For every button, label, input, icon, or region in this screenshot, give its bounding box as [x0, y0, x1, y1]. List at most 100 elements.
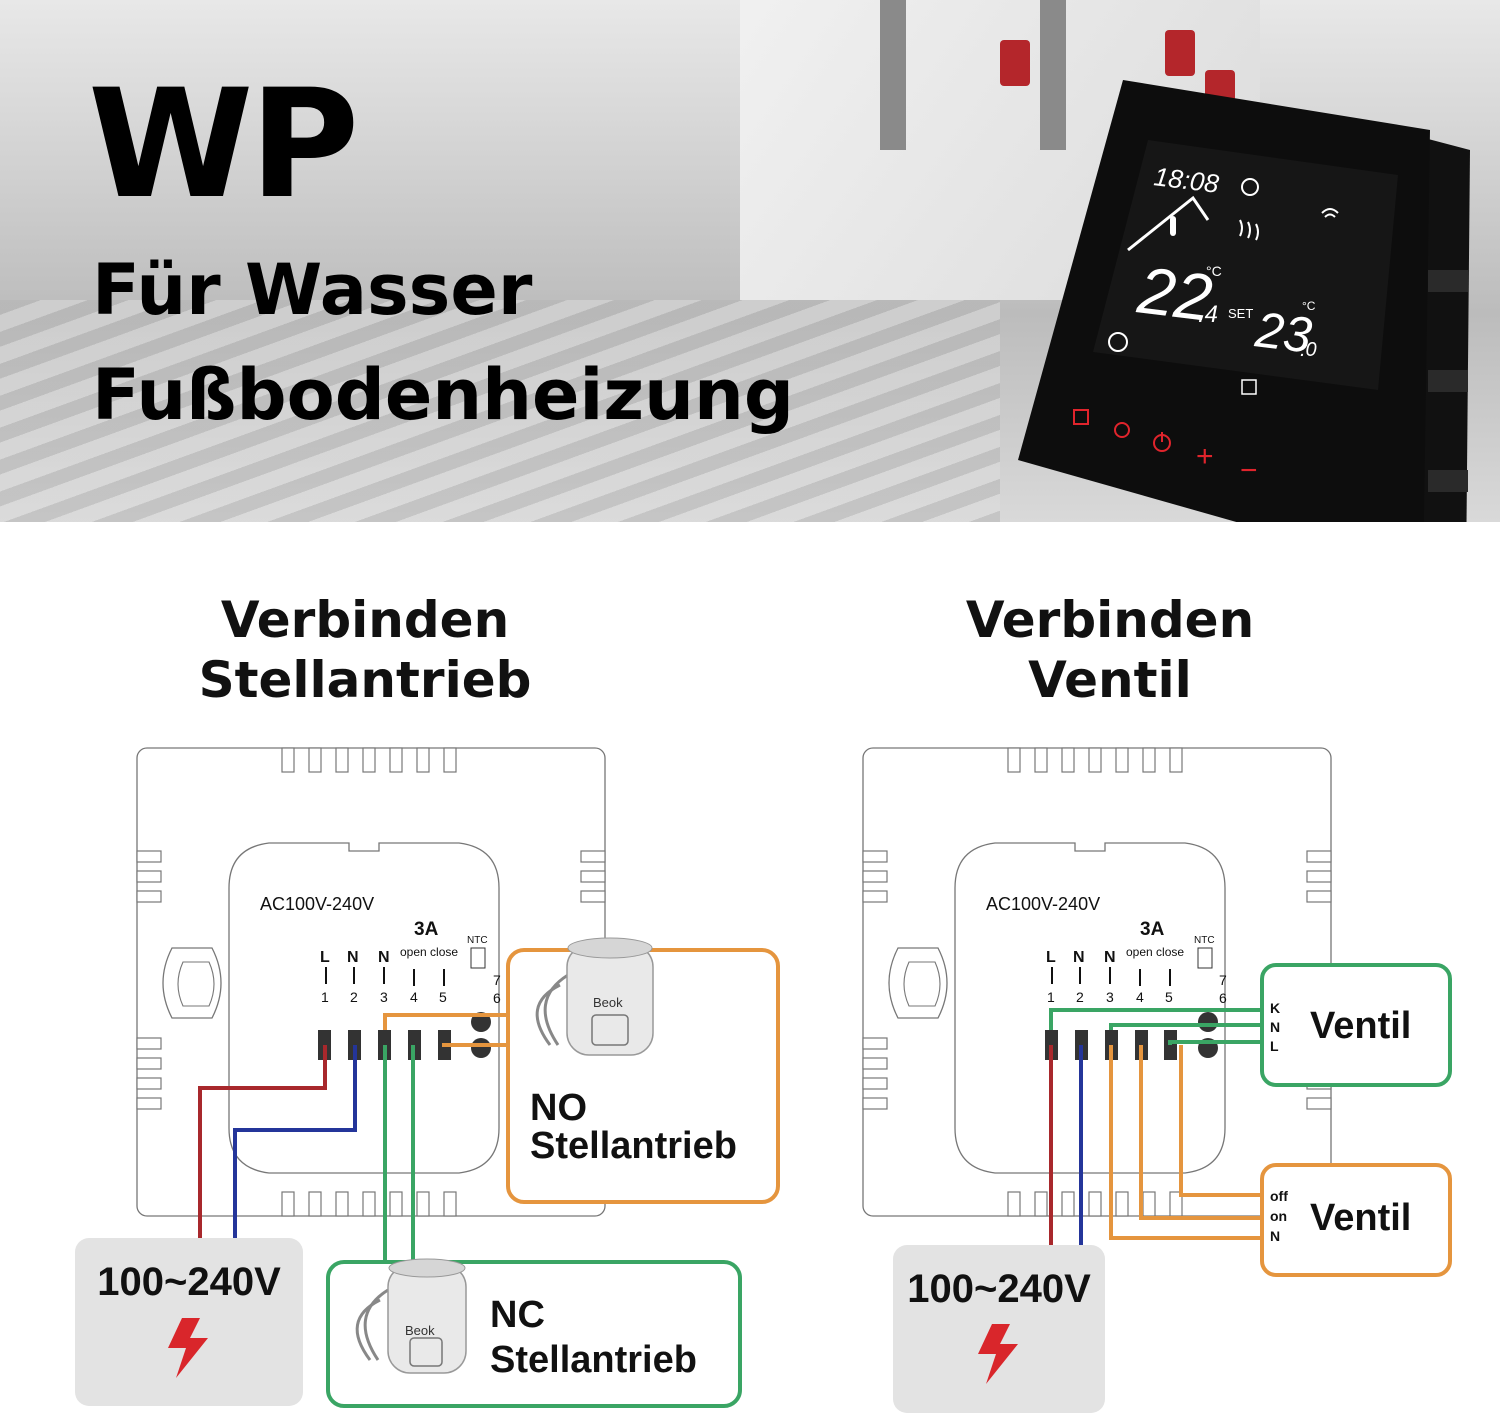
left-power-spec: AC100V-240V — [260, 894, 374, 914]
left-terminal-number-5: 5 — [439, 989, 447, 1005]
left-terminal-letter-2: N — [347, 949, 359, 966]
left-heading-line1: Verbinden — [220, 591, 510, 649]
set-temperature-unit: °C — [1302, 299, 1316, 313]
left-terminal-number-4: 4 — [410, 989, 418, 1005]
right-terminal-arrows — [1051, 967, 1171, 986]
lightning-icon — [168, 1318, 208, 1378]
right-terminal-letter-1: L — [1046, 949, 1056, 966]
banner-pipe — [880, 0, 906, 150]
left-supply-voltage: 100~240V — [97, 1260, 281, 1304]
room-temperature-unit: °C — [1206, 263, 1222, 279]
no-actuator-brand: Beok — [593, 995, 623, 1010]
set-temperature-decimal: .0 — [1300, 339, 1317, 361]
right-wire-valve1-k — [1049, 1008, 1262, 1030]
valve1-box — [1260, 963, 1452, 1087]
left-heading-line2: Stellantrieb — [198, 651, 532, 709]
house-outline-icon — [1127, 195, 1210, 252]
nc-actuator-device: Beok — [355, 1258, 467, 1374]
thermometer-icon — [1170, 216, 1176, 236]
left-wire-neutral — [233, 1045, 357, 1238]
valve2-pin-on: on — [1270, 1208, 1287, 1224]
touch-button-minus[interactable]: − — [1240, 454, 1258, 487]
nc-actuator-title: NC — [490, 1294, 545, 1336]
right-terminal-block — [1045, 1012, 1218, 1060]
left-terminal-number-7: 7 — [493, 972, 501, 988]
left-open-close-label: open close — [400, 945, 458, 959]
left-ntc-symbol — [470, 947, 486, 969]
right-wire-valve2-off — [1179, 1045, 1262, 1197]
left-terminal-number-3: 3 — [380, 989, 388, 1005]
right-wire-valve2-n — [1109, 1045, 1262, 1240]
no-actuator-subtitle: Stellantrieb — [530, 1125, 737, 1167]
right-terminal-letter-2: N — [1073, 949, 1085, 966]
nc-actuator-subtitle: Stellantrieb — [490, 1339, 697, 1381]
banner-title: WP — [88, 58, 359, 232]
wifi-icon — [1321, 208, 1339, 218]
nc-actuator-brand: Beok — [405, 1323, 435, 1338]
left-heading: Verbinden Stellantrieb — [150, 590, 580, 710]
left-wire-live — [198, 1045, 327, 1238]
valve2-box — [1260, 1163, 1452, 1277]
touch-button-power[interactable] — [1153, 432, 1171, 452]
left-terminal-number-2: 2 — [350, 989, 358, 1005]
thermostat-clip — [1428, 470, 1468, 492]
right-heading-line1: Verbinden — [965, 591, 1255, 649]
right-heading-line2: Ventil — [1028, 651, 1192, 709]
room-temperature-decimal: .4 — [1198, 301, 1218, 328]
right-power-spec: AC100V-240V — [986, 894, 1100, 914]
right-wire-valve1-l — [1168, 1040, 1262, 1045]
heating-icon — [1239, 219, 1259, 241]
no-actuator-device: Beok — [535, 937, 654, 1056]
right-terminal-number-5: 5 — [1165, 989, 1173, 1005]
right-wire-valve1-n — [1109, 1023, 1262, 1030]
left-wire-no-1 — [383, 1013, 508, 1030]
right-ntc-symbol — [1197, 947, 1213, 969]
right-supply-voltage: 100~240V — [907, 1267, 1091, 1311]
touch-button-mode[interactable] — [1073, 409, 1089, 425]
right-terminal-number-2: 2 — [1076, 989, 1084, 1005]
touch-button-plus[interactable]: + — [1196, 440, 1214, 473]
valve2-pin-off: off — [1270, 1188, 1288, 1204]
right-terminal-number-4: 4 — [1136, 989, 1144, 1005]
right-terminal-number-6: 6 — [1219, 990, 1227, 1006]
thermostat-clip — [1428, 370, 1468, 392]
right-ntc-label: NTC — [1194, 935, 1215, 946]
left-terminal-letter-3: N — [378, 949, 390, 966]
left-terminal-number-6: 6 — [493, 990, 501, 1006]
left-terminal-arrows — [325, 967, 445, 986]
valve2-label: Ventil — [1310, 1197, 1411, 1239]
valve1-label: Ventil — [1310, 1005, 1411, 1047]
left-current-rating: 3A — [414, 919, 439, 940]
right-terminal-number-3: 3 — [1106, 989, 1114, 1005]
hero-banner: WP Für Wasser Fußbodenheizung 18:08 22 .… — [0, 0, 1500, 522]
right-terminal-number-1: 1 — [1047, 989, 1055, 1005]
mode-icon — [1073, 409, 1089, 425]
valve1-pin-k: K — [1270, 1000, 1280, 1016]
clock-button-icon — [1114, 422, 1130, 438]
banner-valve — [1000, 40, 1030, 86]
right-terminal-letter-3: N — [1104, 949, 1116, 966]
touch-button-clock[interactable] — [1114, 422, 1130, 438]
set-label: SET — [1228, 306, 1253, 321]
banner-floor-background — [0, 300, 1000, 522]
room-temperature: 22 — [1133, 252, 1216, 335]
left-terminal-number-1: 1 — [321, 989, 329, 1005]
no-actuator-title: NO — [530, 1087, 587, 1129]
right-heading: Verbinden Ventil — [900, 590, 1320, 710]
set-temperature: 23 — [1252, 301, 1315, 364]
banner-valve — [1165, 30, 1195, 76]
banner-pipe — [1040, 0, 1066, 150]
left-terminal-letter-1: L — [320, 949, 330, 966]
thermostat-device: 18:08 22 .4 °C SET 23 .0 °C + − — [1018, 80, 1470, 522]
right-terminal-number-7: 7 — [1219, 972, 1227, 988]
mode-indicator-icon — [1241, 178, 1259, 196]
home-mode-icon — [1241, 379, 1257, 395]
valve1-pin-n: N — [1270, 1019, 1280, 1035]
banner-subtitle-line2: Fußbodenheizung — [92, 354, 794, 436]
left-ntc-label: NTC — [467, 935, 488, 946]
valve2-pin-n: N — [1270, 1228, 1280, 1244]
right-open-close-label: open close — [1126, 945, 1184, 959]
thermostat-screen — [1093, 140, 1398, 390]
